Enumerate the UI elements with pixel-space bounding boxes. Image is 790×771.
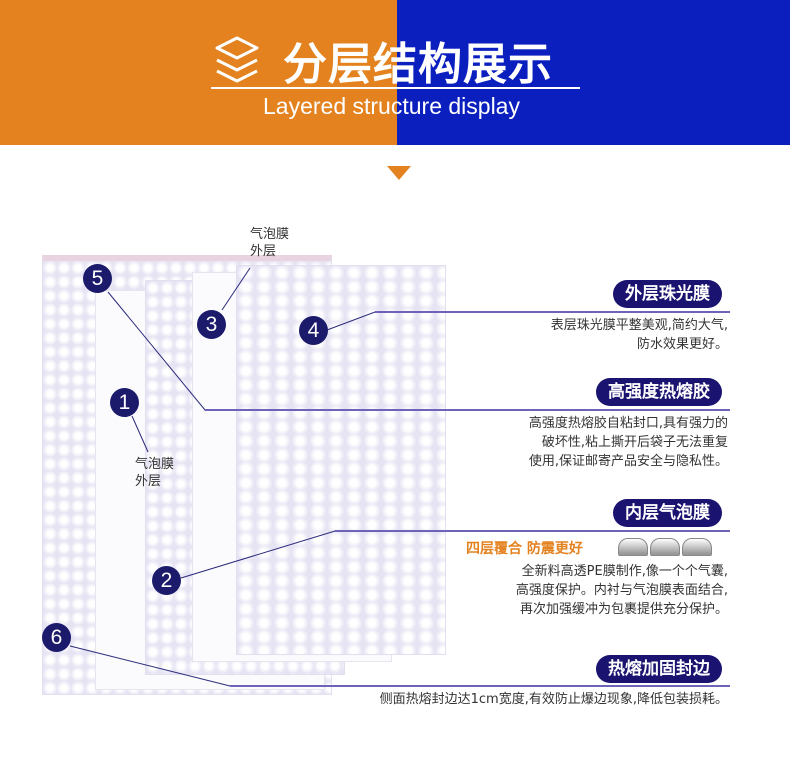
feature-title-pearl-film: 外层珠光膜 [613,280,722,308]
page-subtitle: Layered structure display [263,93,520,119]
feature-title-heat-seal: 热熔加固封边 [596,655,722,683]
header-blue-bg [397,0,790,145]
marker-1: 1 [110,388,139,417]
feature-highlight: 四层覆合 防震更好 [466,541,583,557]
title-divider [211,87,580,89]
layers-icon [215,36,259,83]
page-title: 分层结构展示 [283,39,553,90]
feature-desc-heat-seal: 侧面热熔封边达1cm宽度,有效防止爆边现象,降低包装损耗。 [379,692,728,707]
label-bubble-outer-top: 气泡膜 外层 [250,227,290,259]
down-arrow-icon [387,166,411,180]
feature-desc-hot-melt: 高强度热熔胶自粘封口,具有强力的 破坏性,粘上撕开后袋子无法重复 使用,保证邮寄… [528,416,728,469]
marker-6: 6 [42,623,71,652]
feature-desc-pearl-film: 表层珠光膜平整美观,简约大气, 防水效果更好。 [550,318,728,352]
marker-3: 3 [197,310,226,339]
bubble-cross-section-icon [618,538,712,556]
feature-title-inner-bubble: 内层气泡膜 [613,499,722,527]
layer-pearl-film [236,265,446,655]
feature-desc-inner-bubble: 全新料高透PE膜制作,像一个个气囊, 高强度保护。内衬与气泡膜表面结合, 再次加… [515,564,728,617]
marker-5: 5 [83,264,112,293]
marker-2: 2 [152,566,181,595]
label-bubble-outer-left: 气泡膜 外层 [135,457,175,489]
feature-title-hot-melt: 高强度热熔胶 [596,378,722,406]
header-orange-bg [0,0,397,145]
marker-4: 4 [299,316,328,345]
